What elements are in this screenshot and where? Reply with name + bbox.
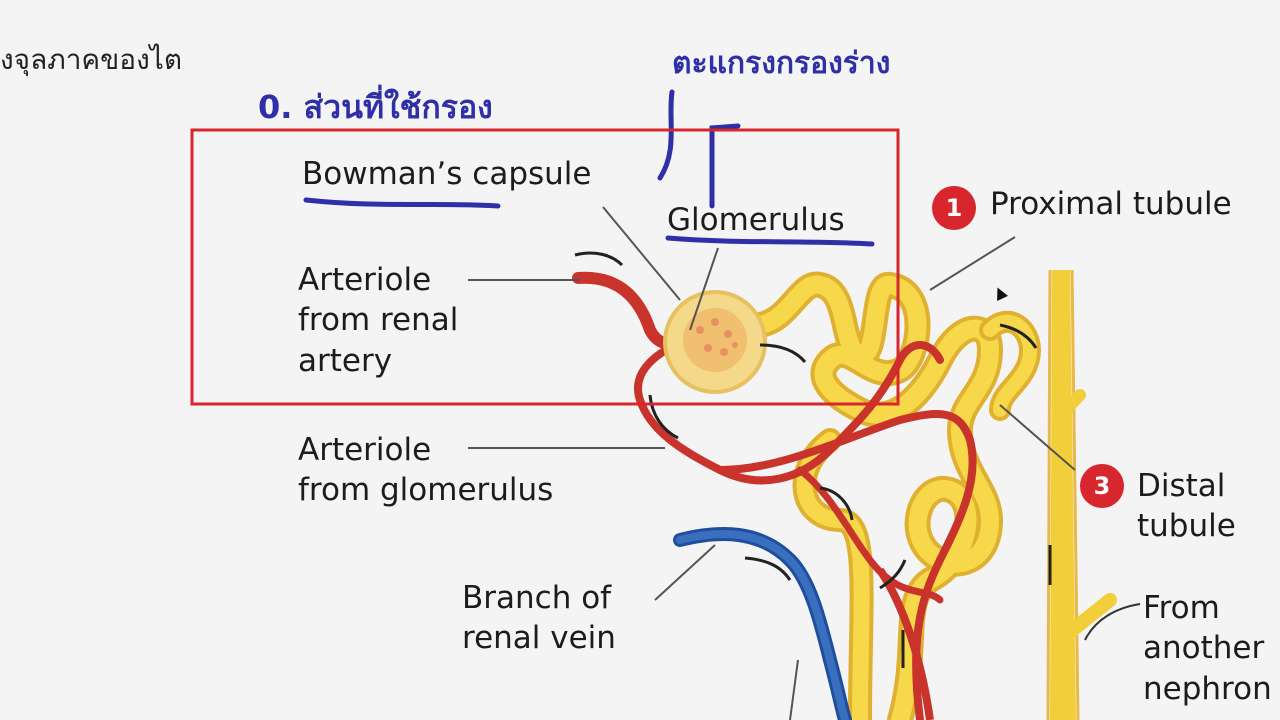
label-line: tubule — [1137, 508, 1236, 545]
handwritten-section-note: 0. ส่วนที่ใช้กรอง — [258, 88, 493, 126]
peritubular-capillary — [716, 410, 977, 720]
label-renal-vein: Branch of renal vein — [462, 578, 616, 659]
label-line: Distal — [1137, 468, 1226, 504]
label-line: Branch of — [462, 580, 612, 616]
collecting-duct — [1046, 269, 1080, 720]
leader-lines — [468, 206, 1076, 720]
efferent-arteriole — [634, 336, 944, 485]
label-arteriole-renal: Arteriole from renal artery — [298, 260, 458, 381]
collecting-duct-fill — [1050, 270, 1076, 720]
label-line: from renal — [298, 302, 459, 339]
ink-bracket-2 — [709, 123, 741, 209]
ink-bracket-1 — [657, 89, 675, 181]
label-line: nephron — [1143, 670, 1272, 707]
another-nephron-arrow — [1084, 603, 1141, 641]
underline-bowman — [303, 197, 501, 209]
label-line: Arteriole — [298, 262, 432, 298]
label-line: artery — [298, 342, 393, 379]
badge-proximal: 1 — [932, 186, 976, 230]
label-line: renal vein — [462, 620, 616, 657]
glomerulus — [683, 308, 747, 372]
highlight-box — [190, 128, 900, 406]
side-duct-2 — [1060, 389, 1086, 416]
label-line: another — [1143, 630, 1265, 667]
label-proximal-tubule: Proximal tubule — [990, 186, 1232, 222]
label-bowmans-capsule: Bowman’s capsule — [302, 156, 592, 192]
label-distal-tubule: Distal tubule — [1137, 466, 1236, 547]
side-duct — [1053, 593, 1117, 647]
thai-title: งจุลภาคของไต — [0, 43, 183, 76]
flow-arrows — [574, 251, 1052, 668]
handwritten-mesh-note: ตะแกรงกรองร่าง — [672, 46, 891, 81]
underline-glomerulus — [665, 235, 875, 247]
label-arteriole-glomerulus: Arteriole from glomerulus — [298, 430, 553, 511]
badge-distal: 3 — [1080, 464, 1124, 508]
label-glomerulus: Glomerulus — [667, 202, 845, 238]
label-line: From — [1143, 590, 1220, 626]
label-another-nephron: From another nephron — [1143, 588, 1272, 709]
glomerulus-dots — [696, 318, 738, 356]
label-line: Arteriole — [298, 432, 432, 468]
label-line: from glomerulus — [298, 472, 554, 509]
